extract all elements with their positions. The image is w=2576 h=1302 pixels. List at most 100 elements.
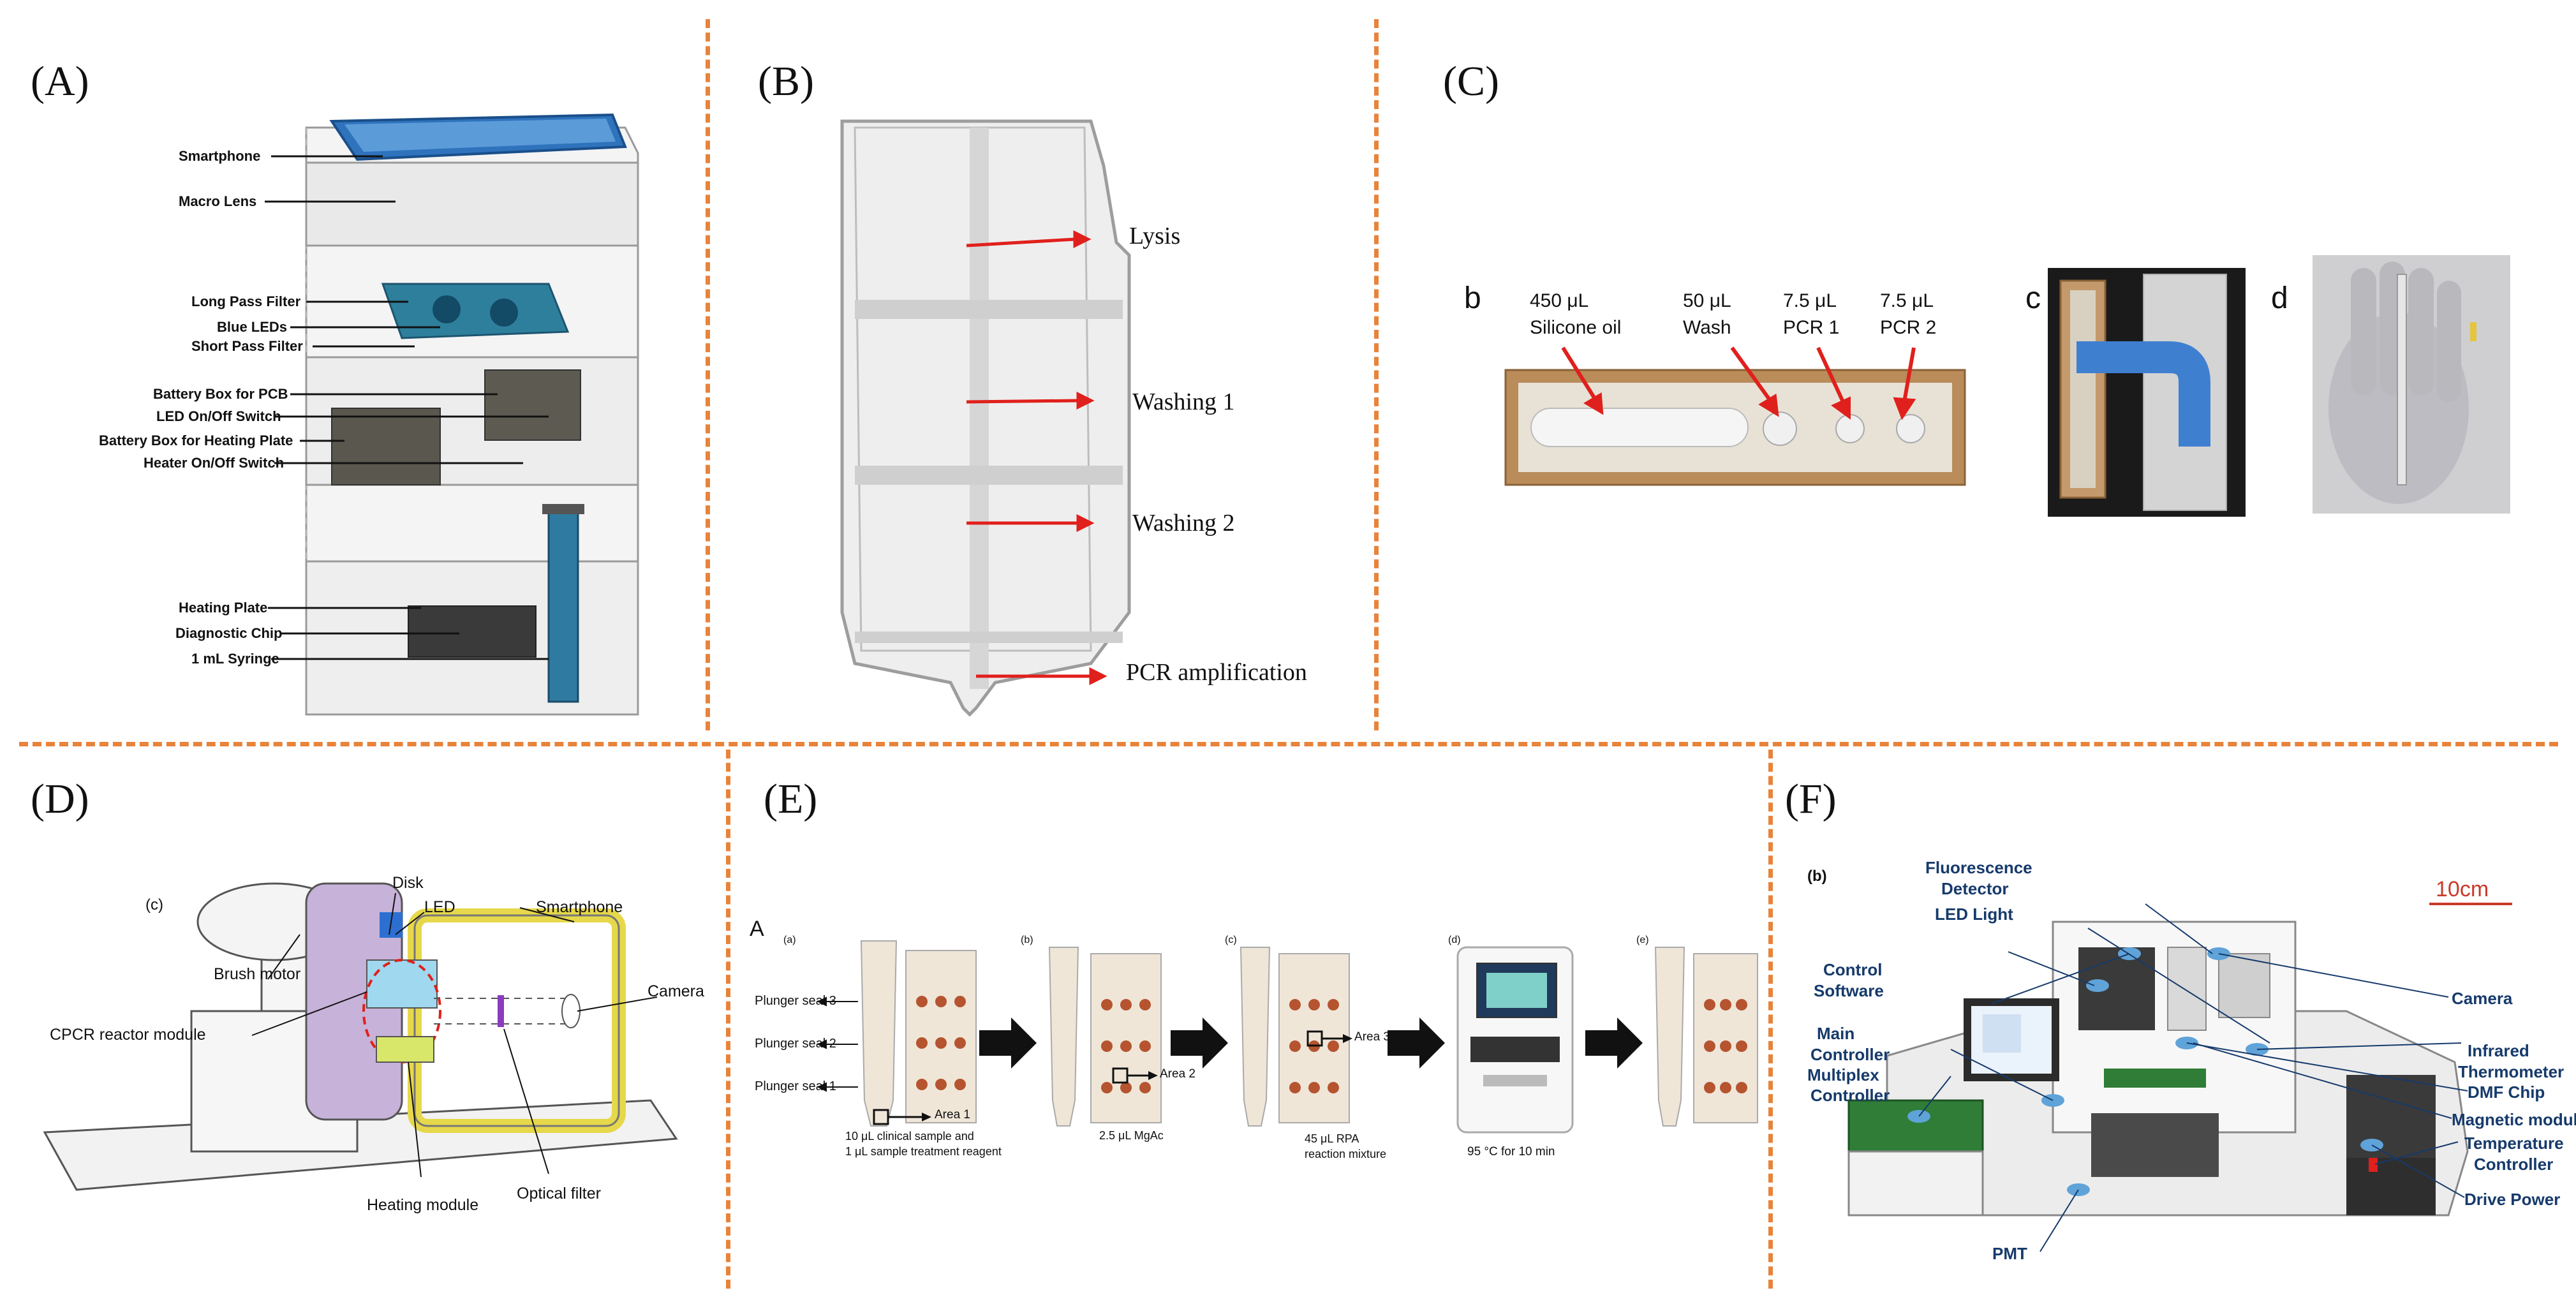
area-1-note-2: 1 μL sample treatment reagent [845, 1145, 1002, 1158]
callout-a-7: Battery Box for Heating Plate [99, 433, 293, 448]
pcr2-label: PCR 2 [1880, 317, 1937, 338]
panel-a: (A) Smartphone Macro Lens Long Pass Filt… [0, 0, 702, 734]
panel-d: (D) (c) Disk LED Smartphone Brush motor … [0, 743, 721, 1298]
panel-d-label: (D) [31, 776, 89, 822]
callout-f-main-1: Main [1817, 1024, 1855, 1043]
callout-f-infrared-2: Thermometer [2458, 1062, 2565, 1081]
callout-a-8: Heater On/Off Switch [144, 455, 285, 471]
pcr2-volume: 7.5 μL [1880, 290, 1934, 311]
area-3-note-1: 45 μL RPA [1305, 1132, 1359, 1145]
callout-f-temperature-2: Controller [2474, 1155, 2554, 1174]
callout-f-fluorescence-2: Detector [1941, 879, 2009, 898]
silicone-oil-label: Silicone oil [1530, 317, 1622, 338]
area-3-note-2: reaction mixture [1305, 1148, 1387, 1160]
device-a-illustration [305, 113, 639, 716]
callout-a-4: Short Pass Filter [191, 338, 303, 354]
instrument-note: 95 °C for 10 min [1467, 1145, 1555, 1158]
callout-a-lines [265, 155, 549, 660]
callout-a-2: Long Pass Filter [191, 293, 301, 309]
multiplex-controller-board [1847, 1099, 1984, 1153]
callout-d-optical-filter: Optical filter [517, 1185, 601, 1202]
callout-a-10: Diagnostic Chip [175, 625, 283, 641]
pcr1-volume: 7.5 μL [1783, 290, 1837, 311]
subpanel-d-letter: d [2271, 281, 2288, 315]
area-2-note: 2.5 μL MgAc [1099, 1129, 1164, 1142]
plunger-seal-3: Plunger seal 3 [755, 994, 836, 1008]
plunger-seal-2: Plunger seal 2 [755, 1037, 836, 1051]
panel-e-label: (E) [764, 776, 818, 822]
battery-box-heater [331, 408, 441, 485]
panel-d-sublabel: (c) [145, 896, 163, 914]
callout-d-disk: Disk [392, 874, 424, 892]
optical-filter-part [498, 995, 504, 1027]
callout-d-brush-motor: Brush motor [214, 965, 301, 983]
pcr1-label: PCR 1 [1783, 317, 1840, 338]
step-lysis: Lysis [1129, 223, 1181, 249]
divider-a-b [706, 19, 710, 730]
callout-d-heating-module: Heating module [367, 1196, 479, 1214]
callout-a-0: Smartphone [179, 148, 261, 164]
area-3-label: Area 3 [1354, 1030, 1390, 1044]
divider-e-f [1768, 750, 1773, 1289]
callout-f-camera: Camera [2452, 989, 2513, 1008]
stage-d: (d) [1448, 935, 1461, 945]
panel-b-label: (B) [758, 58, 814, 105]
stage-c: (c) [1225, 935, 1237, 945]
silicone-oil-volume: 450 μL [1530, 290, 1589, 311]
chip-b-photo [1504, 346, 1966, 486]
panel-f-label: (F) [1785, 776, 1837, 822]
chip-c-photo [2048, 268, 2246, 517]
subpanel-c-letter: c [2025, 281, 2041, 315]
divider-row [19, 742, 2558, 746]
led-board-part [381, 283, 570, 339]
syringe-part [547, 509, 579, 703]
wash-volume: 50 μL [1683, 290, 1731, 311]
scale-label: 10cm [2436, 877, 2489, 901]
hand-chip-photo [2313, 255, 2510, 514]
plunger-seal-1: Plunger seal 1 [755, 1079, 836, 1093]
stage-e: (e) [1636, 935, 1649, 945]
callout-a-3: Blue LEDs [217, 319, 288, 335]
cartridge-illustration [840, 119, 1131, 717]
divider-d-e [726, 750, 730, 1289]
callout-f-pmt: PMT [1992, 1244, 2027, 1263]
panel-b: (B) Lysis Washing 1 Washing 2 PCR amplif… [708, 0, 1372, 734]
temperature-indicator [2369, 1158, 2378, 1172]
callout-a-1: Macro Lens [179, 193, 257, 209]
callout-f-magnetic-module: Magnetic module [2452, 1110, 2576, 1129]
callout-f-control-2: Software [1814, 981, 1884, 1000]
callout-d-camera: Camera [648, 982, 704, 1000]
dmf-system-illustration [1847, 903, 2469, 1252]
callout-a-6: LED On/Off Switch [156, 408, 281, 424]
callout-f-led-light: LED Light [1935, 905, 2013, 924]
panel-e: (E) A (a) (b) (c) (d) (e) Plunger seal 3… [730, 743, 1764, 1298]
callout-f-main-2: Controller [1810, 1045, 1890, 1064]
callout-f-multiplex-1: Multiplex [1807, 1065, 1879, 1084]
stage-a: (a) [783, 935, 796, 945]
battery-box-pcb [484, 369, 581, 441]
callout-d-smartphone: Smartphone [536, 898, 623, 916]
panel-c-label: (C) [1443, 58, 1499, 105]
callout-a-5: Battery Box for PCB [153, 386, 288, 402]
panel-c: (C) b 450 μL Silicone oil 50 μL Wash 7.5… [1378, 0, 2571, 734]
heating-module-part [376, 1036, 434, 1063]
panel-e-letter: A [750, 917, 764, 941]
callout-f-infrared-1: Infrared [2468, 1041, 2529, 1060]
panel-a-label: (A) [31, 58, 89, 105]
callout-d-cpcr-module: CPCR reactor module [50, 1026, 206, 1044]
subpanel-b-letter: b [1464, 281, 1481, 315]
callout-f-drive-power: Drive Power [2464, 1190, 2561, 1209]
callout-f-control-1: Control [1823, 960, 1883, 979]
callout-f-multiplex-2: Controller [1810, 1086, 1890, 1105]
wash-label: Wash [1683, 317, 1731, 338]
callout-a-11: 1 mL Syringe [191, 651, 279, 667]
area-2-label: Area 2 [1160, 1067, 1195, 1081]
panel-f: (F) (b) 10cm [1772, 743, 2576, 1298]
step-pcr-amplification: PCR amplification [1126, 659, 1307, 686]
callout-f-fluorescence-1: Fluorescence [1925, 858, 2032, 877]
cpcr-device-illustration [43, 882, 678, 1191]
divider-b-c [1374, 19, 1379, 730]
area-1-label: Area 1 [935, 1108, 970, 1121]
step-washing-1: Washing 1 [1132, 388, 1235, 415]
